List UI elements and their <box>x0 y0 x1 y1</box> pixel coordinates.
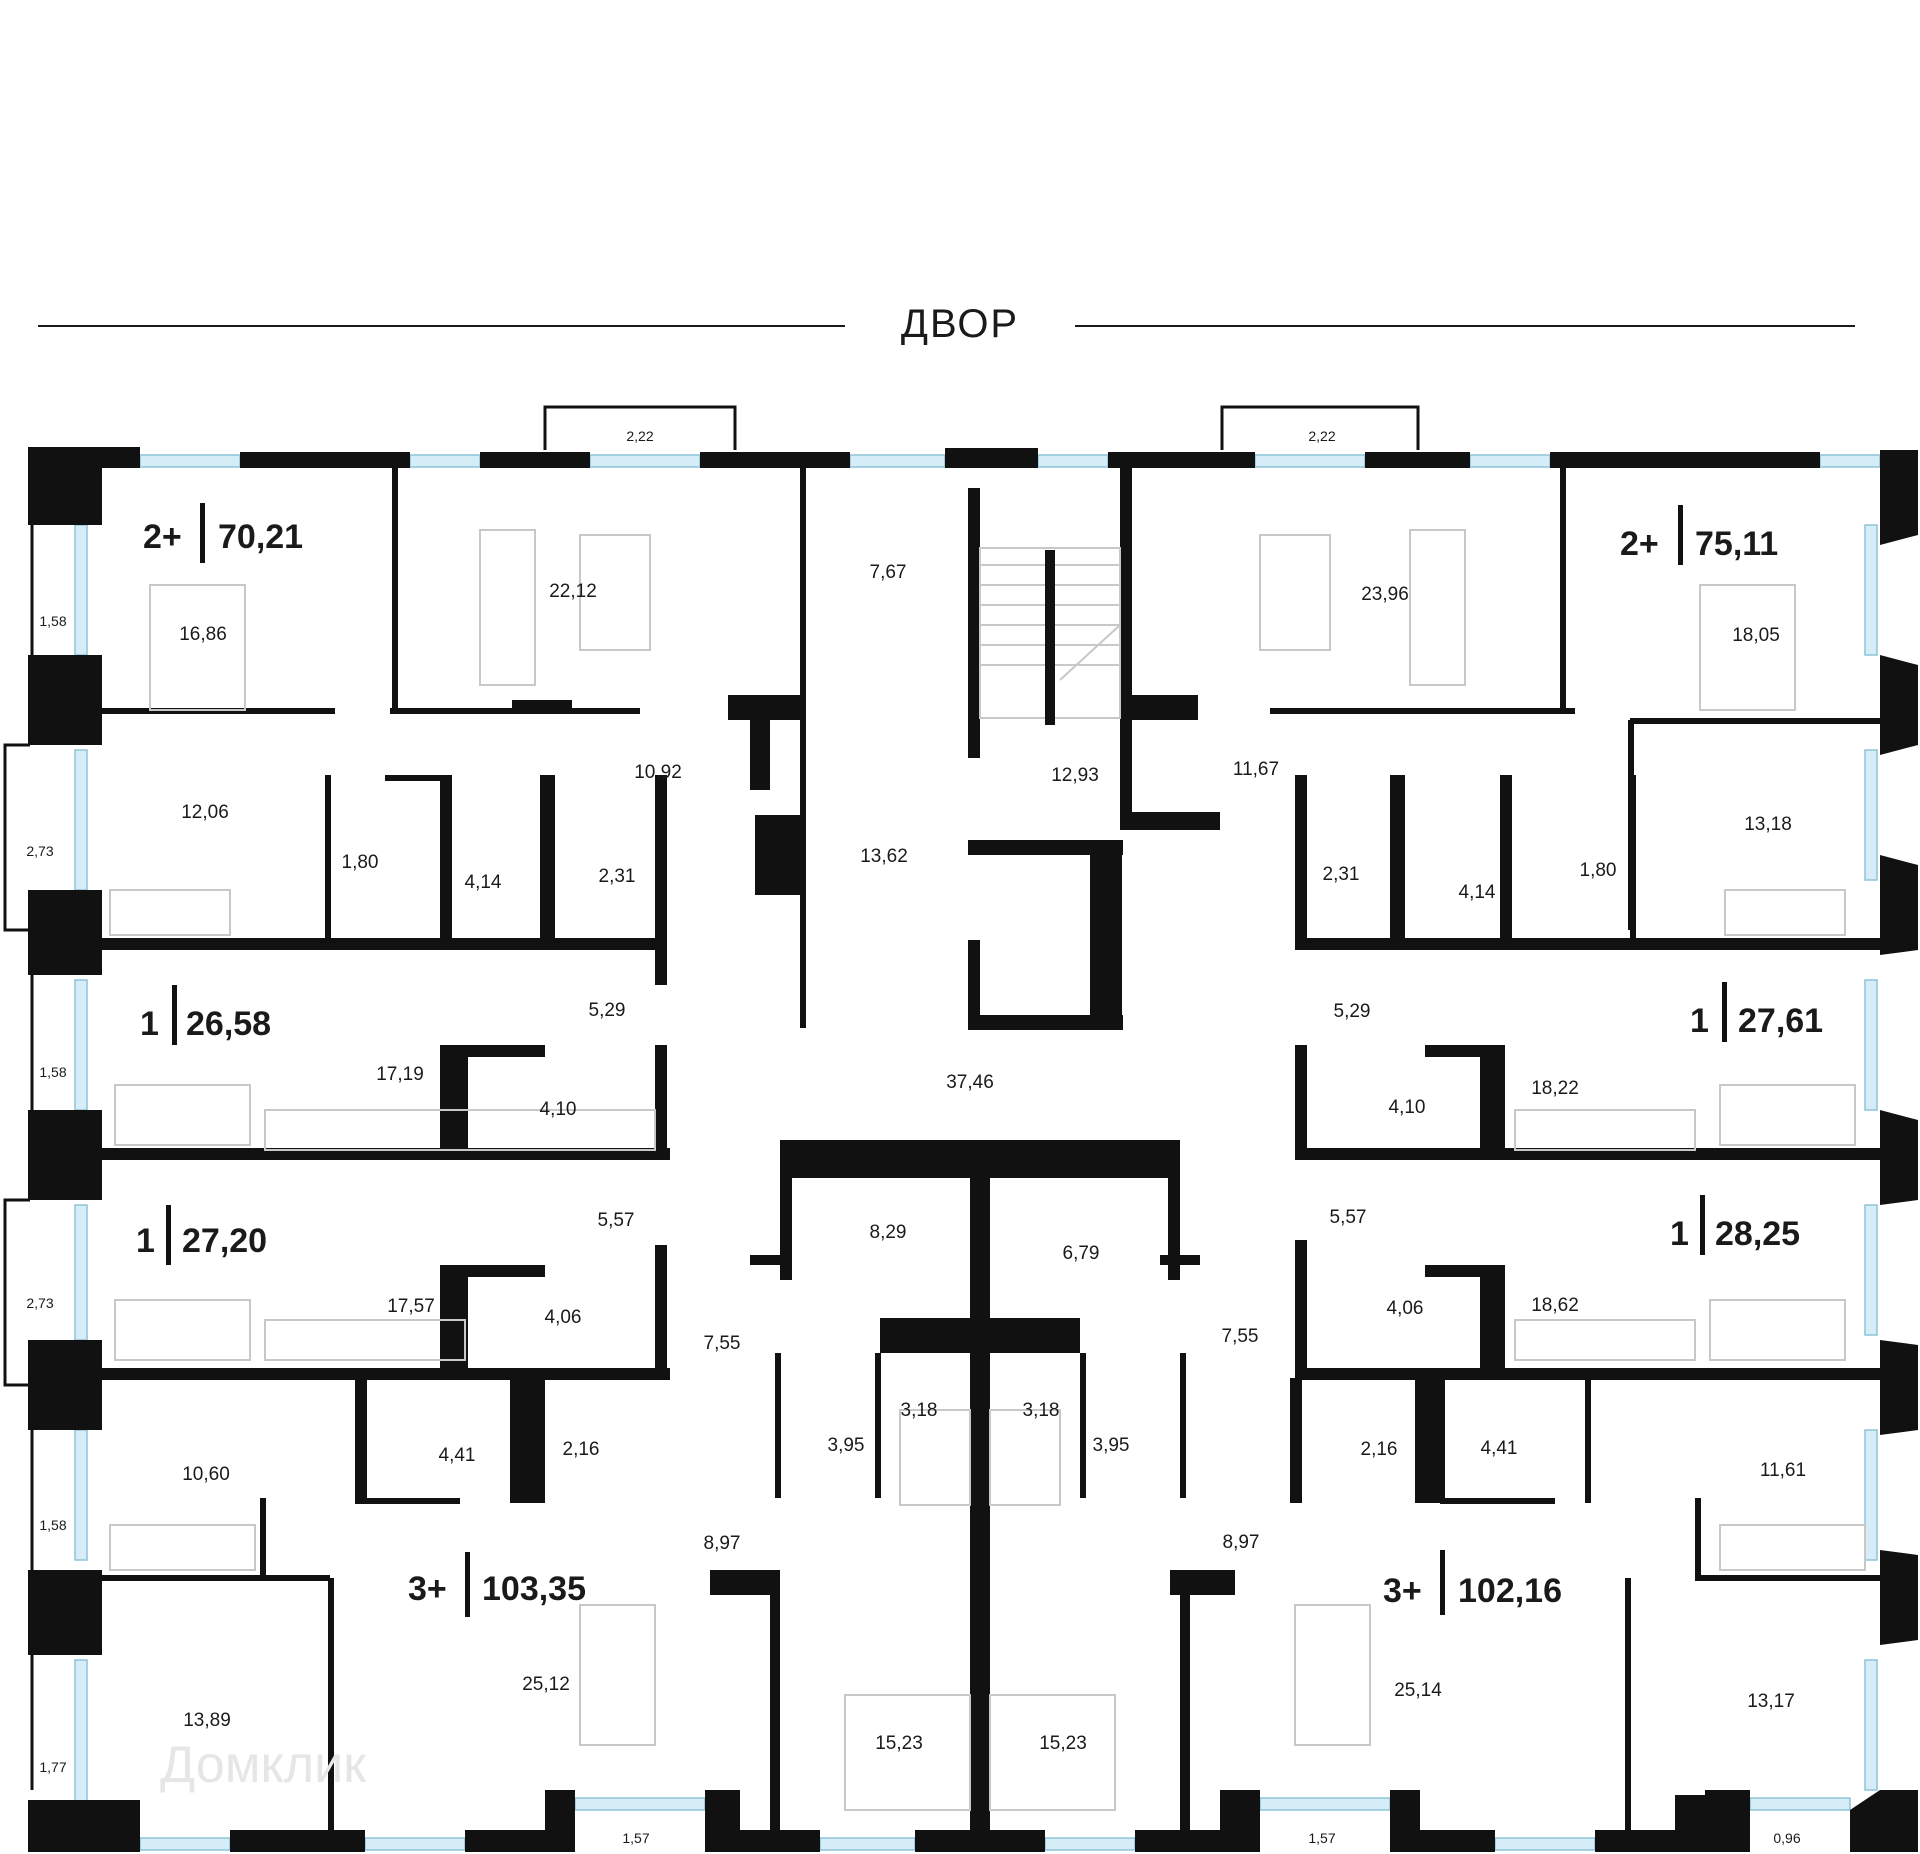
balconies <box>3 405 1420 1790</box>
room-area: 8,97 <box>1223 1532 1260 1553</box>
room-area: 13,17 <box>1747 1691 1795 1712</box>
room-area: 11,67 <box>1233 759 1279 780</box>
apartment-rooms: 3+ <box>1383 1572 1422 1610</box>
room-area: 15,23 <box>875 1733 923 1754</box>
staircase <box>979 547 1121 725</box>
apartment-area: 102,16 <box>1458 1572 1562 1610</box>
room-area: 10,92 <box>634 762 682 783</box>
room-area: 16,86 <box>179 624 227 645</box>
apartment-a7: 3+ 103,35 <box>408 1552 586 1617</box>
apartment-rooms: 2+ <box>143 518 182 556</box>
room-area: 18,62 <box>1531 1295 1579 1316</box>
apartment-a1: 2+ 70,21 <box>143 503 303 563</box>
apartment-area: 103,35 <box>482 1570 586 1608</box>
apartment-a2: 2+ 75,11 <box>1620 505 1778 565</box>
room-area-labels: 16,86 22,12 7,67 12,06 1,80 4,14 2,31 10… <box>179 562 1806 1754</box>
apartment-rooms: 1 <box>136 1222 155 1260</box>
room-area: 4,06 <box>1387 1298 1424 1319</box>
balcony-area: 1,77 <box>39 1759 66 1775</box>
apartment-a3: 1 26,58 <box>140 985 271 1045</box>
room-area: 4,41 <box>439 1445 476 1466</box>
room-area: 1,80 <box>342 852 379 873</box>
room-area: 7,55 <box>1222 1326 1259 1347</box>
apartment-area: 27,61 <box>1738 1002 1823 1040</box>
room-area: 11,61 <box>1760 1460 1806 1481</box>
apartment-rooms: 1 <box>1670 1215 1689 1253</box>
balcony-area: 0,96 <box>1773 1830 1800 1846</box>
room-area: 12,93 <box>1051 765 1099 786</box>
room-area: 17,19 <box>376 1064 424 1085</box>
balcony-area: 2,22 <box>1308 428 1335 444</box>
apartment-a4: 1 27,61 <box>1690 982 1823 1042</box>
room-area: 2,16 <box>1361 1439 1398 1460</box>
room-area: 3,95 <box>828 1435 865 1456</box>
room-area: 2,31 <box>599 866 636 887</box>
apartment-a6: 1 28,25 <box>1670 1195 1800 1255</box>
balcony-area: 1,58 <box>39 1517 66 1533</box>
room-area: 22,12 <box>549 581 597 602</box>
room-area: 17,57 <box>387 1296 435 1317</box>
room-area: 4,10 <box>1389 1097 1426 1118</box>
room-area: 8,29 <box>870 1222 907 1243</box>
balcony-area: 2,73 <box>26 843 53 859</box>
room-area: 4,14 <box>465 872 502 893</box>
apartment-area: 28,25 <box>1715 1215 1800 1253</box>
balcony-area: 1,57 <box>1308 1830 1335 1846</box>
windows <box>74 454 1881 1851</box>
apartment-rooms: 1 <box>140 1005 159 1043</box>
room-area: 13,89 <box>183 1710 231 1731</box>
room-area: 6,79 <box>1063 1243 1100 1264</box>
courtyard-label: ДВОР <box>901 302 1019 346</box>
room-area: 12,06 <box>181 802 229 823</box>
apartment-labels: 2+ 70,21 2+ 75,11 1 26,58 1 27,61 1 27,2… <box>136 503 1823 1617</box>
room-area: 2,16 <box>563 1439 600 1460</box>
room-area: 25,12 <box>522 1674 570 1695</box>
balcony-area: 1,58 <box>39 1064 66 1080</box>
room-area: 5,29 <box>1334 1001 1371 1022</box>
room-area: 25,14 <box>1394 1680 1442 1701</box>
room-area: 7,67 <box>870 562 907 583</box>
room-area: 15,23 <box>1039 1733 1087 1754</box>
room-area: 5,29 <box>589 1000 626 1021</box>
apartment-area: 27,20 <box>182 1222 267 1260</box>
watermark: Домклик <box>160 1736 366 1794</box>
balcony-area: 2,22 <box>626 428 653 444</box>
room-area: 3,18 <box>1023 1400 1060 1421</box>
furniture-hints <box>109 529 1866 1811</box>
apartment-rooms: 1 <box>1690 1002 1709 1040</box>
apartment-area: 70,21 <box>218 518 303 556</box>
room-area: 8,97 <box>704 1533 741 1554</box>
room-area: 23,96 <box>1361 584 1409 605</box>
room-area: 4,10 <box>540 1099 577 1120</box>
apartment-area: 26,58 <box>186 1005 271 1043</box>
apartment-a5: 1 27,20 <box>136 1205 267 1265</box>
room-area: 2,31 <box>1323 864 1360 885</box>
room-area: 3,18 <box>901 1400 938 1421</box>
room-area: 37,46 <box>946 1072 994 1093</box>
balcony-area: 1,57 <box>622 1830 649 1846</box>
interior-walls <box>100 468 1880 1840</box>
room-area: 4,14 <box>1459 882 1496 903</box>
balcony-area: 1,58 <box>39 613 66 629</box>
apartment-area: 75,11 <box>1695 525 1778 563</box>
room-area: 13,18 <box>1744 814 1792 835</box>
apartment-rooms: 3+ <box>408 1570 447 1608</box>
room-area: 1,80 <box>1580 860 1617 881</box>
balcony-labels: 2,22 2,22 1,58 2,73 1,58 2,73 1,58 1,77 … <box>26 428 1800 1846</box>
room-area: 7,55 <box>704 1333 741 1354</box>
room-area: 18,05 <box>1732 625 1780 646</box>
apartment-a8: 3+ 102,16 <box>1383 1550 1562 1615</box>
room-area: 3,95 <box>1093 1435 1130 1456</box>
exterior-walls <box>28 447 1918 1852</box>
room-area: 5,57 <box>598 1210 635 1231</box>
balcony-area: 2,73 <box>26 1295 53 1311</box>
room-area: 18,22 <box>1531 1078 1579 1099</box>
room-area: 4,06 <box>545 1307 582 1328</box>
room-area: 5,57 <box>1330 1207 1367 1228</box>
room-area: 10,60 <box>182 1464 230 1485</box>
apartment-rooms: 2+ <box>1620 525 1659 563</box>
room-area: 4,41 <box>1481 1438 1518 1459</box>
room-area: 13,62 <box>860 846 908 867</box>
